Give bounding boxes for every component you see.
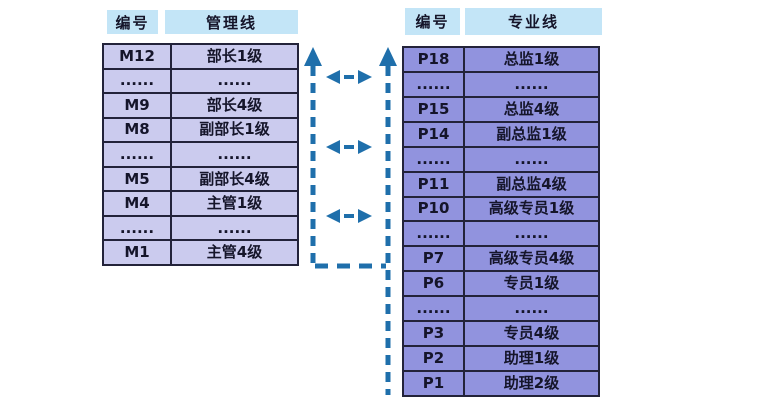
- level-title: 部长4级: [170, 92, 299, 119]
- level-code: ......: [402, 220, 465, 248]
- level-title: 副部长1级: [170, 116, 299, 144]
- transfer-arrow-icon: [326, 209, 372, 223]
- level-code: P2: [402, 345, 465, 372]
- level-title: ......: [463, 70, 600, 98]
- level-title: 高级专员1级: [463, 195, 600, 223]
- transfer-arrow-icon: [326, 70, 372, 84]
- level-title: 部长1级: [170, 43, 299, 70]
- level-title: ......: [463, 295, 600, 323]
- table-row: ............: [402, 145, 600, 173]
- level-code: ......: [402, 145, 465, 173]
- level-code: ......: [402, 70, 465, 98]
- level-code: M9: [102, 92, 172, 119]
- level-code: M1: [102, 239, 172, 266]
- level-code: P3: [402, 320, 465, 348]
- professional-track-header: 专业线: [465, 8, 602, 35]
- level-title: ......: [170, 214, 299, 242]
- level-title: ......: [170, 141, 299, 168]
- table-row: ............: [102, 67, 299, 95]
- management-id-header: 编号: [107, 10, 158, 34]
- professional-id-header: 编号: [405, 8, 460, 35]
- level-title: 助理1级: [463, 345, 600, 372]
- level-title: ......: [170, 67, 299, 95]
- professional-promotion-arrow-icon: [379, 47, 397, 395]
- level-title: 副总监4级: [463, 170, 600, 198]
- level-code: P6: [402, 270, 465, 298]
- level-code: P15: [402, 95, 465, 123]
- table-row: ............: [402, 220, 600, 248]
- level-code: P11: [402, 170, 465, 198]
- level-title: 专员4级: [463, 320, 600, 348]
- level-title: ......: [463, 220, 600, 248]
- level-title: 专员1级: [463, 270, 600, 298]
- management-promotion-arrow-icon: [304, 47, 322, 266]
- level-code: ......: [102, 214, 172, 242]
- level-title: 副总监1级: [463, 120, 600, 148]
- level-title: 副部长4级: [170, 165, 299, 193]
- level-code: M4: [102, 190, 172, 217]
- table-row: ............: [102, 141, 299, 168]
- level-code: M12: [102, 43, 172, 70]
- level-code: P7: [402, 245, 465, 273]
- level-title: 主管1级: [170, 190, 299, 217]
- level-code: ......: [102, 141, 172, 168]
- level-title: 总监1级: [463, 46, 600, 73]
- level-code: M8: [102, 116, 172, 144]
- level-title: 高级专员4级: [463, 245, 600, 273]
- transfer-arrow-icon: [326, 140, 372, 154]
- management-track-header: 管理线: [165, 10, 298, 34]
- level-code: ......: [402, 295, 465, 323]
- level-title: ......: [463, 145, 600, 173]
- level-title: 主管4级: [170, 239, 299, 266]
- table-row: ............: [102, 214, 299, 242]
- level-code: P14: [402, 120, 465, 148]
- table-row: ............: [402, 70, 600, 98]
- level-code: P10: [402, 195, 465, 223]
- level-code: P1: [402, 369, 465, 398]
- table-row: ............: [402, 295, 600, 323]
- level-code: P18: [402, 46, 465, 73]
- level-code: ......: [102, 67, 172, 95]
- level-title: 总监4级: [463, 95, 600, 123]
- level-title: 助理2级: [463, 369, 600, 398]
- level-code: M5: [102, 165, 172, 193]
